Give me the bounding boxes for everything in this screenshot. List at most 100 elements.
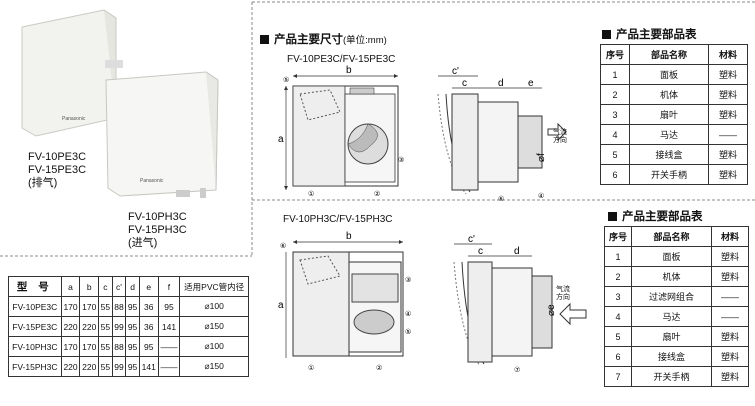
side-view-top: c' c d e ⌀f ⑥ ④: [437, 66, 547, 203]
airflow-arrow-bottom: [559, 302, 587, 326]
table-cell: c: [98, 276, 113, 297]
table-cell: ⌀100: [179, 336, 249, 357]
table-cell: 95: [125, 316, 140, 337]
dim-c-prime-bottom: c': [468, 234, 475, 245]
callout-4-bottom: ④: [405, 310, 411, 318]
table-cell: 88: [111, 296, 127, 317]
table-cell: 型 号: [8, 276, 62, 297]
airflow-label-bottom: 气流 方向: [556, 286, 570, 301]
table-cell: 马达: [629, 124, 709, 145]
callout-6: ⑥: [498, 195, 504, 203]
table-cell: a: [60, 276, 81, 297]
table-cell: 88: [111, 336, 127, 357]
table-cell: 55: [98, 316, 113, 337]
callout-1-bottom: ①: [308, 364, 314, 372]
table-cell: 5: [600, 144, 630, 165]
dim-phi-f: ⌀f: [536, 153, 547, 162]
table-cell: FV-15PH3C: [8, 356, 62, 377]
table-cell: ——: [711, 306, 749, 327]
table-cell: ——: [157, 356, 181, 377]
model-title-bottom: FV-10PH3C/FV-15PH3C: [283, 214, 393, 225]
bullet-square-icon: [608, 212, 617, 221]
table-cell: e: [138, 276, 159, 297]
brand-text: Panasonic: [140, 178, 164, 184]
callout-5-bottom: ⑤: [405, 328, 411, 336]
callout-7: ⑦: [514, 366, 520, 374]
table-cell: 塑料: [708, 144, 748, 165]
table-cell: FV-10PE3C: [8, 296, 62, 317]
table-cell: 5: [604, 326, 632, 347]
table-cell: 接线盒: [631, 346, 712, 367]
callout-3-bottom: ③: [405, 276, 411, 284]
table-cell: 1: [600, 64, 630, 85]
table-cell: 2: [604, 266, 632, 287]
table-cell: 塑料: [708, 104, 748, 125]
table-cell: 扇叶: [631, 326, 712, 347]
table-cell: 55: [98, 356, 113, 377]
table-cell: 马达: [631, 306, 712, 327]
dim-d: d: [498, 78, 504, 89]
table-cell: 95: [157, 296, 181, 317]
table-cell: 塑料: [711, 346, 749, 367]
table-cell: 塑料: [708, 164, 748, 185]
table-cell: 机体: [631, 266, 712, 287]
table-cell: 95: [125, 336, 140, 357]
table-cell: 1: [604, 246, 632, 267]
table-cell: d: [125, 276, 140, 297]
table-cell: 3: [604, 286, 632, 307]
bullet-square-icon: [260, 35, 269, 44]
table-cell: 塑料: [711, 366, 749, 387]
table-cell: 99: [111, 316, 127, 337]
table-cell: 170: [60, 296, 81, 317]
table-cell: 220: [79, 316, 100, 337]
table-cell: 塑料: [711, 326, 749, 347]
dimensions-title: 产品主要尺寸(单位:mm): [260, 31, 387, 47]
table-cell: 36: [138, 316, 159, 337]
front-view-bottom: b a ⑥ ① ② ③ ④ ⑤: [278, 231, 411, 372]
table-cell: 2: [600, 84, 630, 105]
callout-2: ②: [374, 191, 380, 196]
table-cell: 36: [138, 296, 159, 317]
table-cell: ——: [708, 124, 748, 145]
table-cell: 接线盒: [629, 144, 709, 165]
dim-b: b: [346, 65, 352, 76]
callout-5: ⑤: [283, 76, 289, 84]
table-cell: 95: [125, 296, 140, 317]
exhaust-model-label: FV-10PE3C FV-15PE3C (排气): [28, 151, 87, 189]
airflow-arrow-top: [547, 122, 567, 142]
table-cell: 6: [600, 164, 630, 185]
table-cell: c': [111, 276, 127, 297]
table-cell: 7: [604, 366, 632, 387]
table-cell: f: [157, 276, 181, 297]
model-title-top: FV-10PE3C/FV-15PE3C: [287, 54, 396, 65]
intake-fan-photo: Panasonic: [105, 71, 219, 198]
dim-d-bottom: d: [514, 246, 520, 257]
dim-b-bottom: b: [346, 231, 352, 242]
dim-c-prime: c': [452, 66, 459, 77]
intake-model-label: FV-10PH3C FV-15PH3C (进气): [128, 211, 187, 249]
callout-4: ④: [538, 192, 544, 200]
table-cell: 170: [60, 336, 81, 357]
parts-title-bottom: 产品主要部品表: [608, 208, 703, 224]
side-view-bottom: c' c d ⌀e ⑦: [453, 234, 557, 374]
table-cell: 141: [157, 316, 181, 337]
table-cell: 机体: [629, 84, 709, 105]
table-cell: b: [79, 276, 100, 297]
table-cell: FV-15PE3C: [8, 316, 62, 337]
brand-text: Panasonic: [62, 116, 86, 122]
table-cell: 170: [79, 296, 100, 317]
table-cell: FV-10PH3C: [8, 336, 62, 357]
